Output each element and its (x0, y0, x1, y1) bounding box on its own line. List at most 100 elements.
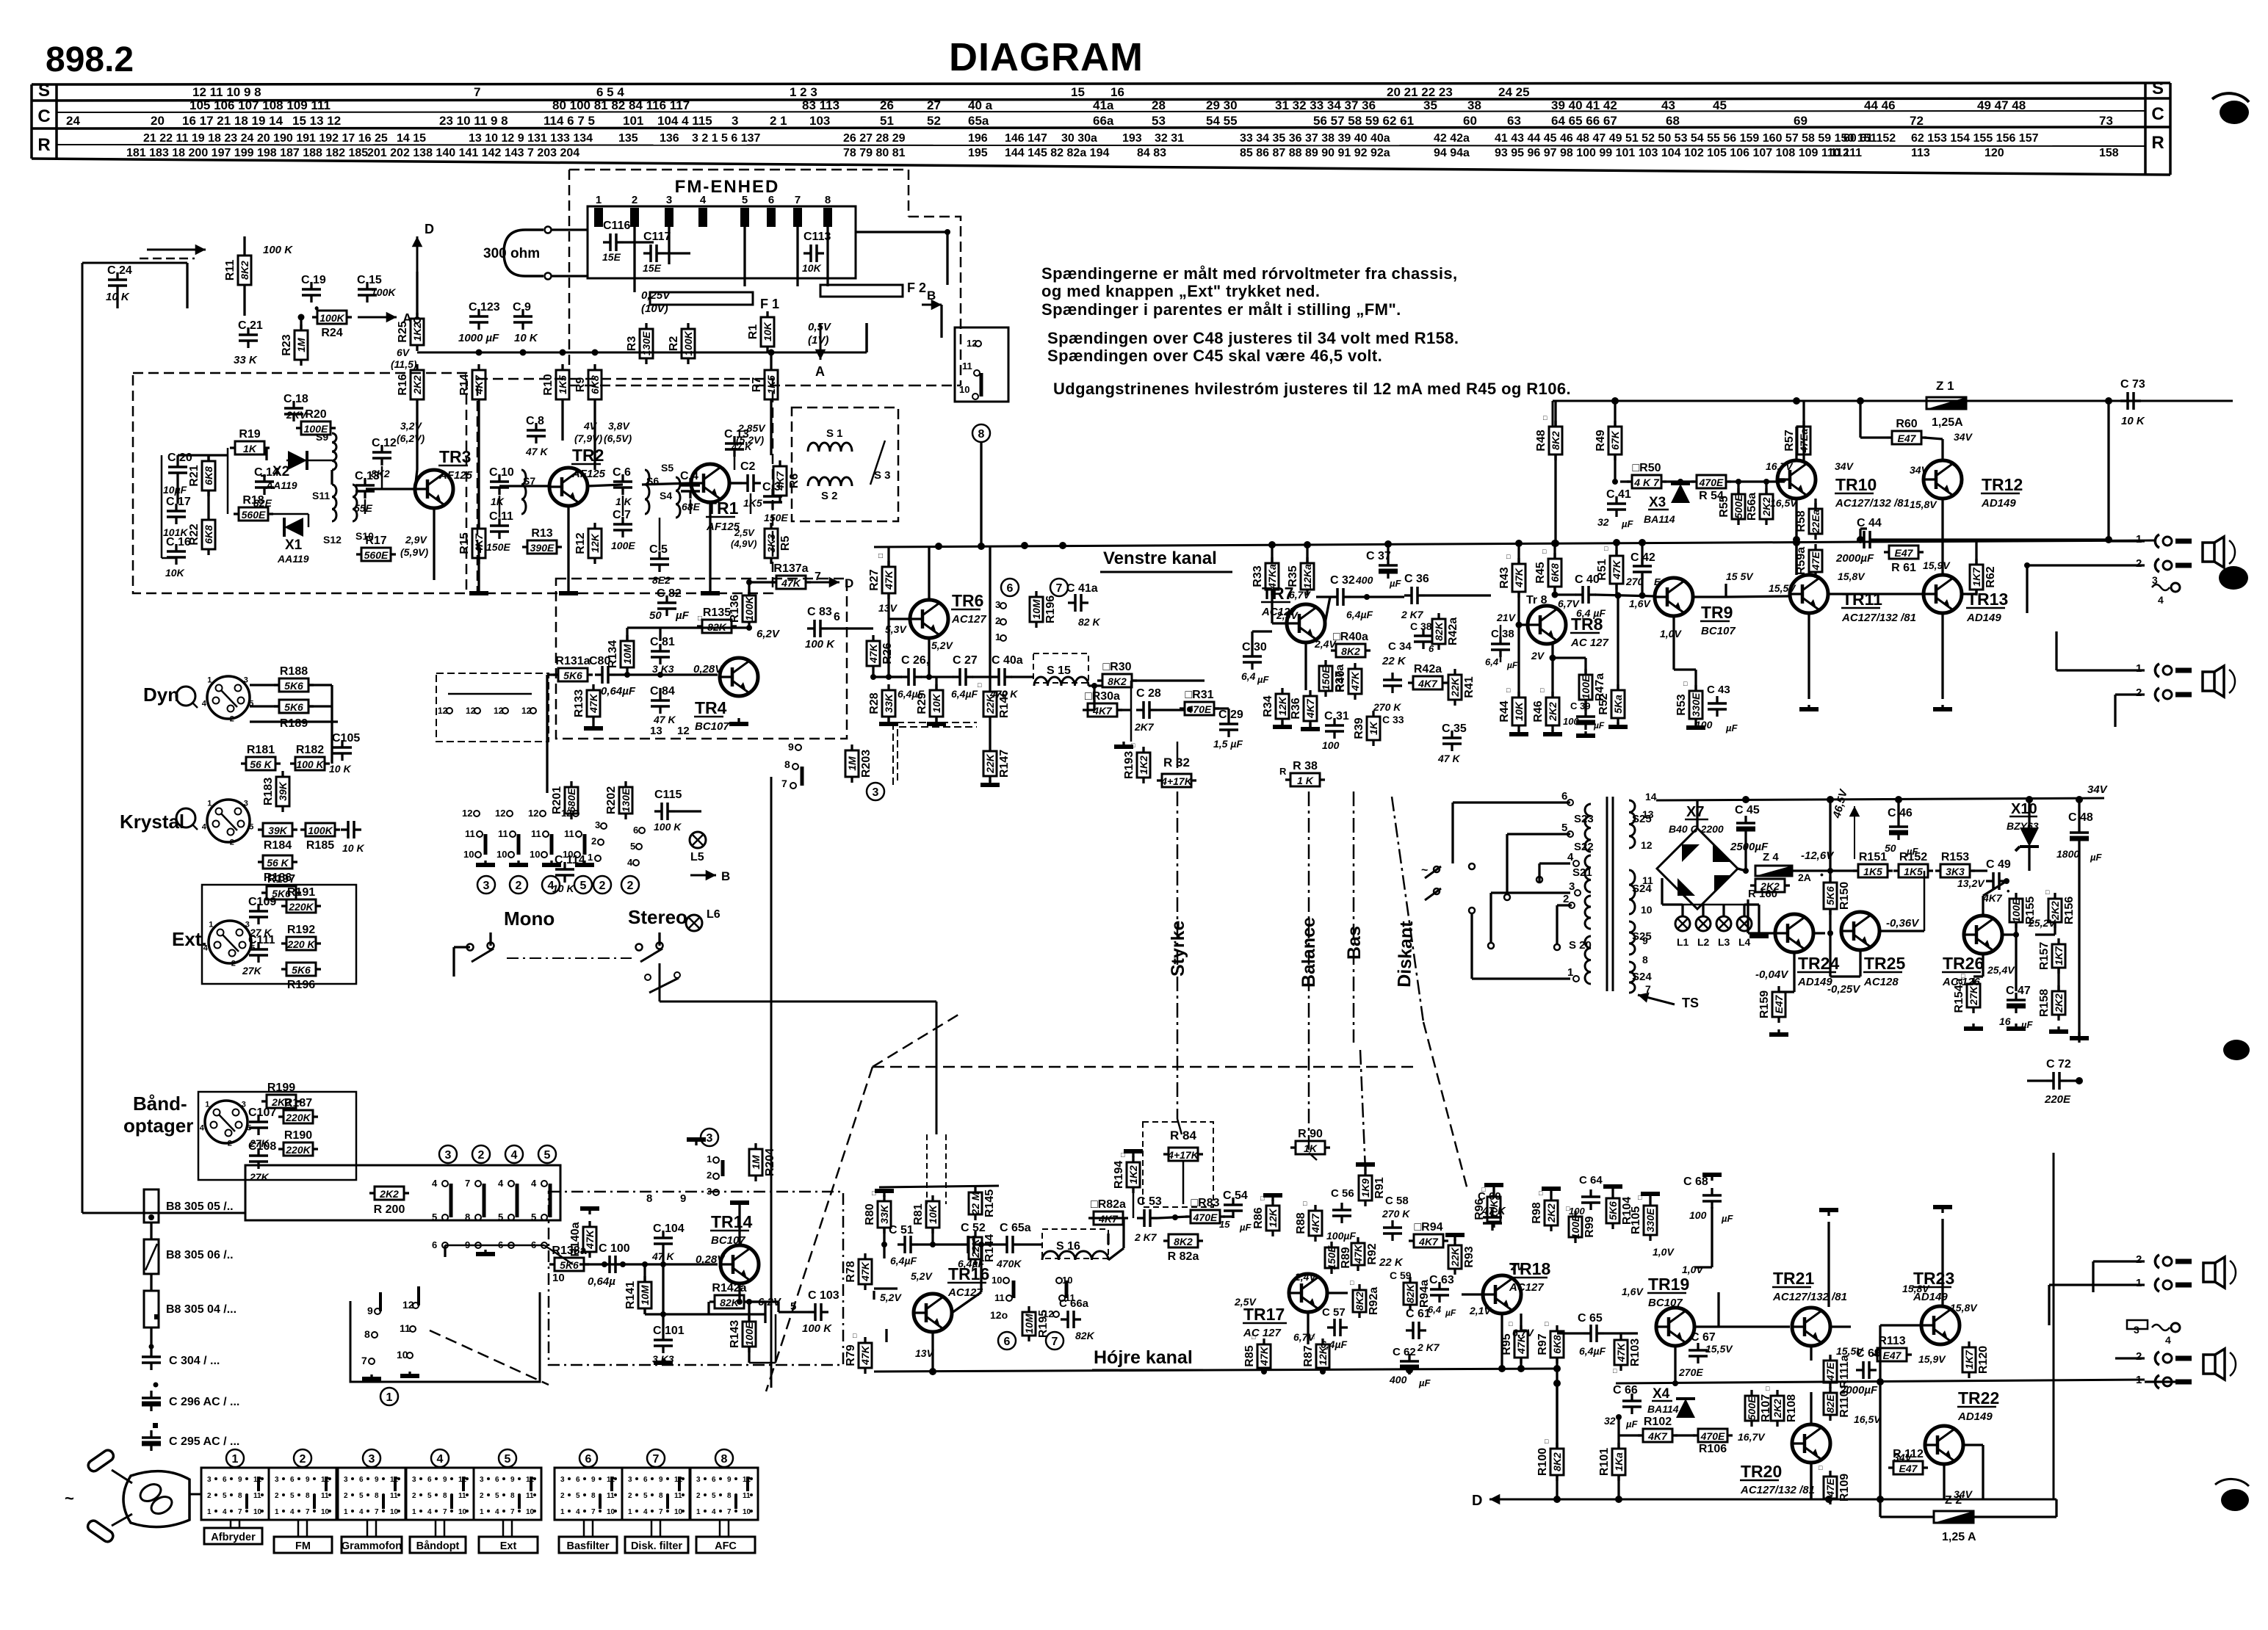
svg-text:6: 6 (1004, 1336, 1011, 1348)
svg-text:4K7: 4K7 (1418, 1236, 1439, 1247)
svg-text:14 15: 14 15 (397, 132, 426, 145)
svg-text:270 K: 270 K (1373, 701, 1401, 713)
svg-text:15,9V: 15,9V (1923, 559, 1951, 571)
svg-text:5: 5 (643, 1492, 648, 1500)
svg-text:B8 305 05 /..: B8 305 05 /.. (166, 1200, 234, 1213)
svg-text:R146: R146 (998, 690, 1011, 718)
svg-text:12: 12 (561, 808, 571, 819)
svg-text:7: 7 (659, 1508, 663, 1516)
svg-text:10: 10 (463, 849, 474, 860)
svg-text:R189: R189 (280, 717, 308, 730)
svg-text:6: 6 (1561, 790, 1567, 803)
svg-text:AD149: AD149 (1957, 1410, 1993, 1423)
svg-text:TR9: TR9 (1701, 603, 1733, 622)
svg-text:S 20: S 20 (1569, 939, 1592, 952)
svg-text:100E: 100E (304, 423, 328, 435)
svg-text:27K: 27K (249, 1137, 270, 1149)
svg-text:1: 1 (207, 1508, 212, 1516)
svg-text:C113: C113 (803, 231, 831, 243)
svg-text:3: 3 (666, 194, 672, 206)
svg-text:C 41a: C 41a (1066, 582, 1098, 595)
svg-text:C 27: C 27 (953, 654, 978, 667)
svg-text:□: □ (1303, 1200, 1307, 1207)
svg-text:6: 6 (834, 611, 840, 623)
svg-text:6,7V: 6,7V (1512, 1327, 1534, 1339)
svg-text:3: 3 (595, 819, 600, 830)
svg-text:5: 5 (498, 1211, 503, 1222)
svg-text:4: 4 (437, 1453, 444, 1466)
svg-text:C 12: C 12 (372, 437, 397, 449)
svg-text:21 22 11 19 18 23 24 20 19: 21 22 11 19 18 23 24 20 190 191 192 17 1… (143, 132, 388, 145)
svg-text:C 40: C 40 (1575, 573, 1600, 586)
svg-text:R40: R40 (1335, 670, 1347, 692)
svg-text:µF: µF (1906, 846, 1918, 857)
svg-text:1K5: 1K5 (743, 497, 762, 509)
svg-text:(5,9V): (5,9V) (400, 546, 428, 558)
svg-text:S 3: S 3 (874, 469, 891, 482)
svg-text:R42a: R42a (1447, 617, 1459, 645)
svg-text:AA119: AA119 (277, 553, 309, 565)
svg-text:12: 12 (495, 808, 505, 819)
svg-text:1,25 A: 1,25 A (1942, 1531, 1976, 1543)
svg-text:R17: R17 (365, 535, 386, 547)
svg-text:R147: R147 (998, 750, 1011, 778)
svg-text:□: □ (878, 552, 883, 560)
svg-text:6,4 µF: 6,4 µF (1576, 607, 1606, 619)
svg-text:R99: R99 (1583, 1216, 1596, 1237)
svg-text:2K2: 2K2 (1772, 1399, 1783, 1419)
svg-text:C 20: C 20 (167, 452, 192, 464)
svg-text:2: 2 (516, 880, 522, 892)
svg-text:3: 3 (707, 1132, 713, 1145)
svg-text:40 a: 40 a (968, 98, 993, 112)
svg-text:TR8: TR8 (1571, 615, 1603, 634)
svg-text:Diskant: Diskant (1394, 920, 1417, 988)
svg-text:4: 4 (511, 1149, 518, 1162)
svg-text:optager: optager (123, 1115, 193, 1137)
svg-text:L4: L4 (1738, 936, 1751, 948)
svg-text:2,5V: 2,5V (734, 527, 755, 538)
svg-text:898.2: 898.2 (46, 40, 134, 79)
svg-text:16,5V: 16,5V (1770, 497, 1798, 509)
svg-text:12: 12 (1641, 839, 1653, 851)
svg-text:R51: R51 (1596, 559, 1608, 580)
svg-text:2 K7: 2 K7 (1417, 1341, 1440, 1353)
svg-text:6,4µF: 6,4µF (958, 1258, 985, 1269)
svg-text:Z 1: Z 1 (1936, 379, 1954, 393)
svg-text:R29: R29 (916, 692, 928, 714)
svg-text:TR14: TR14 (711, 1212, 752, 1231)
svg-text:C 100: C 100 (599, 1242, 630, 1255)
svg-text:47 K: 47 K (525, 446, 548, 457)
svg-text:C 5: C 5 (649, 543, 668, 556)
svg-text:L6: L6 (707, 908, 721, 921)
svg-text:R156: R156 (2063, 897, 2076, 924)
svg-text:2: 2 (300, 1453, 306, 1466)
svg-text:R193: R193 (1123, 751, 1135, 779)
svg-text:BC107: BC107 (711, 1234, 745, 1247)
svg-text:R 61: R 61 (1891, 562, 1916, 574)
svg-text:C 48: C 48 (2068, 811, 2093, 824)
svg-text:470E: 470E (1699, 477, 1724, 488)
svg-text:2,5V: 2,5V (1234, 1296, 1257, 1308)
svg-text:4K7: 4K7 (473, 374, 485, 395)
svg-text:114 6 7 5: 114 6 7 5 (543, 114, 595, 128)
svg-text:16,7V: 16,7V (1738, 1431, 1766, 1443)
svg-text:□R50: □R50 (1632, 462, 1661, 474)
svg-text:5K6: 5K6 (563, 670, 582, 681)
svg-text:4: 4 (427, 1508, 432, 1516)
svg-text:R49: R49 (1595, 430, 1607, 451)
svg-text:29 30: 29 30 (1206, 98, 1238, 112)
svg-text:og med knappen „Ext" trykket n: og med knappen „Ext" trykket ned. (1041, 282, 1320, 300)
svg-text:150E: 150E (1326, 1245, 1337, 1269)
svg-text:2000µF: 2000µF (1835, 552, 1874, 565)
svg-text:C 58: C 58 (1385, 1195, 1409, 1207)
svg-text:□: □ (698, 615, 702, 623)
svg-text:R5: R5 (779, 536, 792, 551)
svg-text:Stereo: Stereo (628, 906, 687, 928)
svg-text:□: □ (1543, 414, 1547, 421)
svg-text:C: C (37, 106, 50, 126)
svg-text:5Ka: 5Ka (1612, 695, 1624, 714)
svg-text:R 160: R 160 (1748, 888, 1777, 900)
svg-text:56 K: 56 K (250, 758, 272, 770)
svg-text:6: 6 (576, 1476, 580, 1484)
svg-text:2A: 2A (1798, 872, 1811, 883)
